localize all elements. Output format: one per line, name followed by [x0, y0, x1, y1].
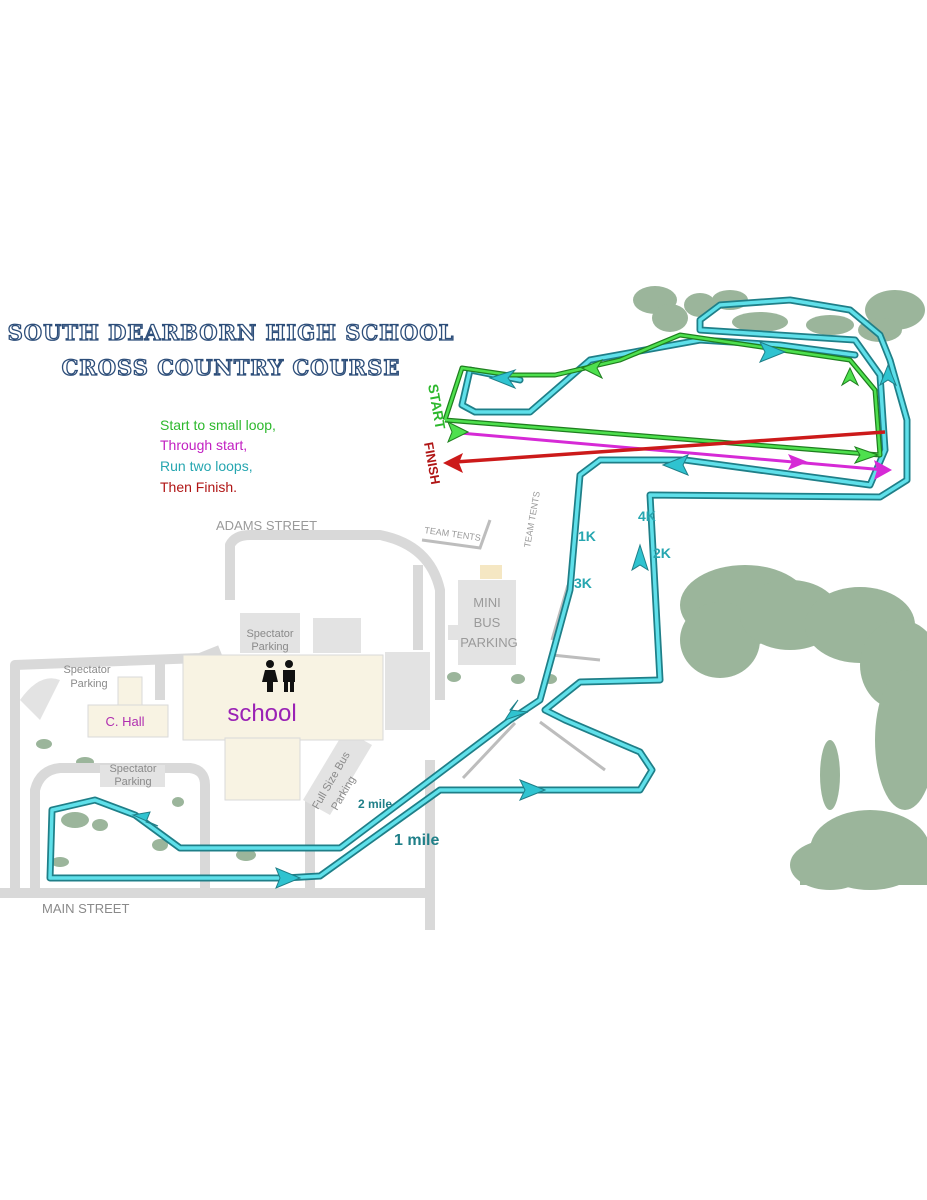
- magenta-arrow: [788, 454, 808, 470]
- spectator-parking-label: Parking: [114, 776, 151, 788]
- map-title-line2: CROSS COUNTRY COURSE: [62, 355, 401, 380]
- spectator-parking-label: Parking: [251, 641, 288, 653]
- parking-lots: [20, 580, 516, 815]
- finish-label: FINISH: [421, 441, 443, 486]
- adams-street-label: ADAMS STREET: [216, 518, 317, 533]
- legend-item-through: Through start,: [160, 437, 247, 453]
- cyan-arrow: [631, 543, 649, 572]
- restroom-icon: [262, 660, 295, 692]
- km-marker-3k: 3K: [574, 575, 592, 591]
- team-tents-label: TEAM TENTS: [522, 491, 542, 549]
- cyan-arrow: [488, 368, 517, 390]
- start-route: [442, 332, 883, 458]
- green-arrow: [853, 446, 880, 464]
- legend-item-loops: Run two loops,: [160, 458, 253, 474]
- spectator-parking-label: Parking: [70, 678, 107, 690]
- green-arrow: [580, 358, 604, 380]
- km-marker-4k: 4K: [638, 508, 656, 524]
- one-mile-marker: 1 mile: [394, 832, 439, 849]
- cyan-arrow: [518, 779, 547, 801]
- red-arrow: [443, 453, 463, 473]
- mini-bus-parking-label: BUS: [474, 615, 501, 630]
- cyan-arrow: [275, 867, 302, 889]
- green-arrow: [840, 366, 860, 387]
- magenta-arrow: [874, 460, 892, 480]
- km-marker-1k: 1K: [578, 528, 596, 544]
- cyan-arrow: [131, 811, 159, 827]
- green-arrow: [447, 420, 470, 444]
- mini-bus-parking-label: MINI: [473, 595, 500, 610]
- start-label: START: [425, 383, 449, 431]
- tree-cluster: [633, 286, 925, 342]
- school-building: [182, 654, 384, 801]
- tent-marker: [480, 565, 502, 579]
- mini-bus-parking-label: PARKING: [460, 635, 518, 650]
- small-trees: [36, 672, 557, 867]
- large-tree-area: [680, 565, 927, 890]
- cyan-arrow: [758, 341, 787, 363]
- cyan-arrow: [661, 454, 690, 476]
- through-start-route: [459, 431, 886, 472]
- spectator-parking-label: Spectator: [63, 664, 110, 676]
- cyan-arrow: [503, 699, 529, 721]
- main-street-label: MAIN STREET: [42, 901, 129, 916]
- cyan-arrow: [878, 363, 898, 387]
- spectator-parking-label: Spectator: [109, 763, 156, 775]
- c-hall-building: [87, 676, 169, 738]
- legend-item-finish: Then Finish.: [160, 479, 237, 495]
- arrowheads: [131, 341, 898, 889]
- finish-route: [454, 430, 886, 464]
- map-title-line1: SOUTH DEARBORN HIGH SCHOOL: [8, 320, 455, 345]
- school-label: school: [227, 700, 296, 727]
- legend-item-start: Start to small loop,: [160, 417, 276, 433]
- km-marker-2k: 2K: [653, 545, 671, 561]
- two-mile-marker: 2 mile: [358, 797, 392, 811]
- c-hall-label: C. Hall: [105, 714, 144, 729]
- spectator-parking-label: Spectator: [246, 628, 293, 640]
